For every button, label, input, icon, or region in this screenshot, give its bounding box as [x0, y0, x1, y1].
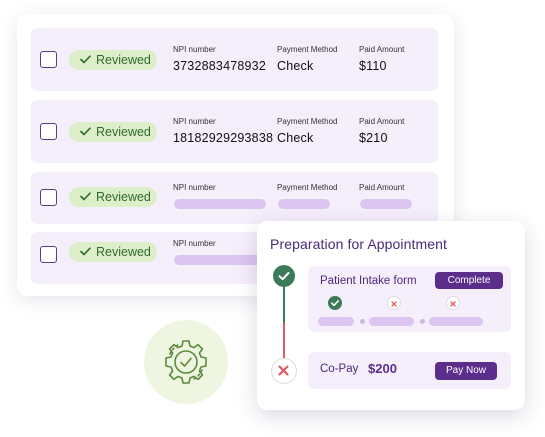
- claim-row[interactable]: Reviewed NPI number Payment Method Paid …: [31, 172, 438, 224]
- npi-label: NPI number: [173, 45, 216, 54]
- row-checkbox[interactable]: [40, 189, 57, 206]
- copay-step: Co-Pay $200 Pay Now: [308, 352, 511, 389]
- separator-dot: [420, 319, 425, 324]
- check-icon: [80, 192, 91, 201]
- npi-label: NPI number: [173, 239, 216, 248]
- intake-form-step: Patient Intake form Complete: [308, 266, 511, 332]
- npi-field: NPI number: [173, 183, 216, 192]
- gear-check-icon: [144, 320, 228, 404]
- x-icon: [387, 296, 401, 310]
- paid-amount-label: Paid Amount: [359, 45, 405, 54]
- status-badge: Reviewed: [69, 242, 157, 262]
- complete-button[interactable]: Complete: [435, 272, 503, 289]
- payment-method-field: Payment Method Check: [277, 45, 337, 73]
- pay-now-button[interactable]: Pay Now: [435, 362, 497, 380]
- progress-placeholder: [429, 317, 483, 326]
- status-label: Reviewed: [96, 53, 151, 67]
- progress-line-done: [283, 287, 285, 323]
- npi-field: NPI number 3732883478932: [173, 45, 266, 73]
- check-icon: [80, 127, 91, 136]
- status-badge: Reviewed: [69, 50, 157, 70]
- npi-value: 18182929293838: [173, 131, 274, 145]
- payment-method-placeholder: [278, 199, 330, 209]
- status-label: Reviewed: [96, 245, 151, 259]
- check-circle-icon: [273, 265, 295, 287]
- status-label: Reviewed: [96, 190, 151, 204]
- row-checkbox[interactable]: [40, 123, 57, 140]
- paid-amount-field: Paid Amount: [359, 183, 404, 192]
- npi-value: 3732883478932: [173, 59, 266, 73]
- x-icon: [271, 358, 297, 384]
- paid-amount-label: Paid Amount: [359, 183, 405, 192]
- row-checkbox[interactable]: [40, 246, 57, 263]
- paid-amount-field: Paid Amount $210: [359, 117, 404, 145]
- check-circle-icon: [328, 296, 342, 310]
- claim-row[interactable]: Reviewed NPI number 3732883478932 Paymen…: [31, 28, 438, 91]
- status-badge: Reviewed: [69, 122, 157, 142]
- npi-label: NPI number: [173, 183, 216, 192]
- paid-amount-value: $110: [359, 59, 387, 73]
- paid-amount-field: Paid Amount $110: [359, 45, 404, 73]
- npi-placeholder: [174, 199, 266, 209]
- check-icon: [80, 247, 91, 256]
- row-checkbox[interactable]: [40, 51, 57, 68]
- appointment-prep-card: Preparation for Appointment Patient Inta…: [257, 221, 525, 410]
- payment-method-value: Check: [277, 59, 314, 73]
- paid-amount-label: Paid Amount: [359, 117, 405, 126]
- npi-field: NPI number 18182929293838: [173, 117, 273, 145]
- progress-placeholder: [318, 317, 354, 326]
- claim-row[interactable]: Reviewed NPI number 18182929293838 Payme…: [31, 100, 438, 163]
- payment-method-label: Payment Method: [277, 183, 338, 192]
- payment-method-label: Payment Method: [277, 45, 338, 54]
- separator-dot: [360, 319, 365, 324]
- npi-label: NPI number: [173, 117, 216, 126]
- intake-form-label: Patient Intake form: [320, 275, 417, 287]
- status-badge: Reviewed: [69, 187, 157, 207]
- check-icon: [80, 55, 91, 64]
- copay-amount: $200: [368, 361, 397, 376]
- card-title: Preparation for Appointment: [270, 236, 448, 252]
- paid-amount-placeholder: [360, 199, 412, 209]
- payment-method-value: Check: [277, 131, 314, 145]
- x-icon: [446, 296, 460, 310]
- paid-amount-value: $210: [359, 131, 388, 145]
- payment-method-field: Payment Method: [277, 183, 337, 192]
- progress-placeholder: [369, 317, 414, 326]
- gear-check-icon-graphic: [165, 340, 207, 384]
- payment-method-field: Payment Method Check: [277, 117, 337, 145]
- copay-label: Co-Pay: [320, 363, 359, 375]
- status-label: Reviewed: [96, 125, 151, 139]
- npi-placeholder: [174, 255, 266, 265]
- payment-method-label: Payment Method: [277, 117, 338, 126]
- progress-line-pending: [283, 323, 285, 358]
- npi-field: NPI number: [173, 239, 216, 248]
